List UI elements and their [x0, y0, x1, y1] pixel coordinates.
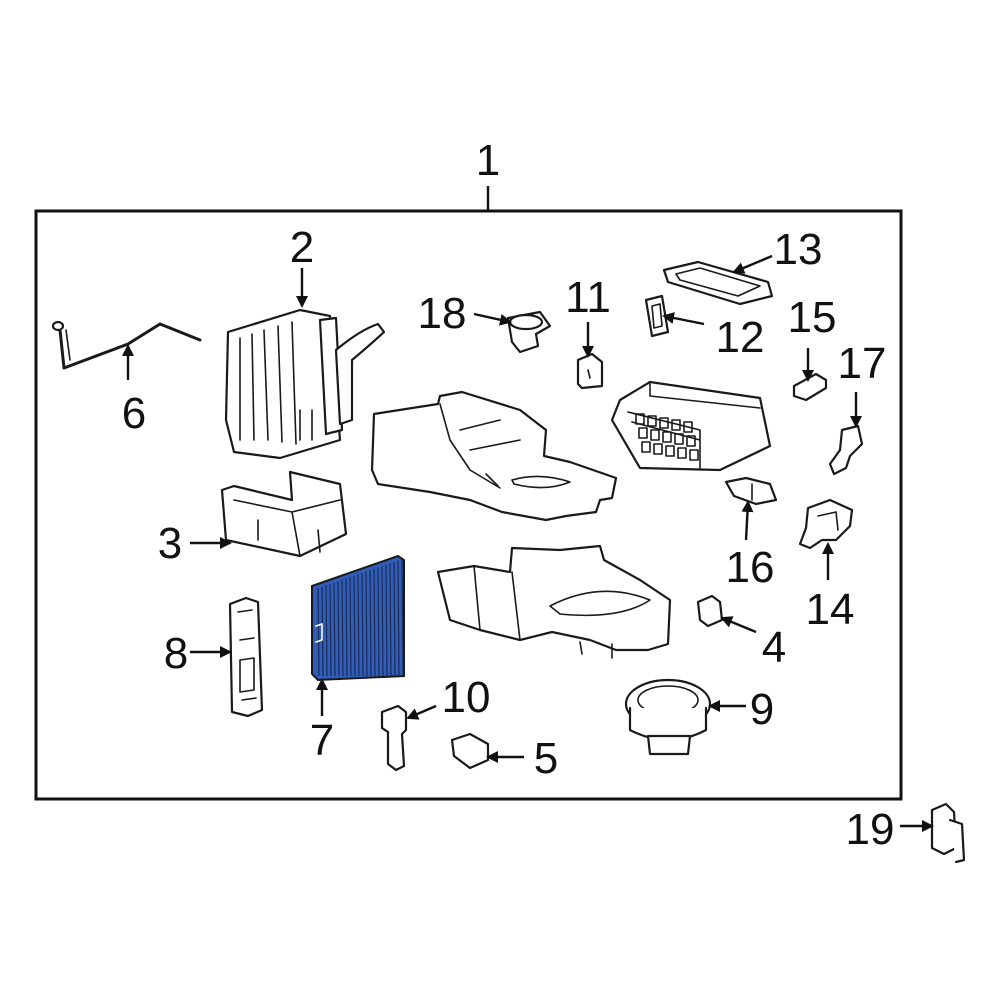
callout-17: 17 [838, 339, 887, 388]
grid-cell [683, 421, 693, 433]
callout-12: 12 [716, 313, 765, 362]
part-3-duct[interactable] [220, 470, 348, 558]
filter-pleat [397, 560, 400, 677]
callout-3: 3 [158, 519, 182, 568]
part-7-cabin-filter[interactable] [311, 554, 405, 682]
grid-cell [650, 429, 660, 441]
callout-11: 11 [565, 273, 611, 322]
part-18-actuator[interactable] [506, 310, 552, 354]
filter-pleat [357, 574, 360, 677]
filter-pleat [361, 573, 364, 677]
filter-pleat [353, 575, 356, 677]
filter-pleat [393, 562, 396, 677]
part-6-tube[interactable] [51, 320, 202, 370]
part-10-resistor[interactable] [380, 704, 408, 772]
callout-7: 7 [310, 716, 334, 765]
callout-8: 8 [164, 629, 188, 678]
filter-pleat [333, 582, 336, 677]
filter-pleat [401, 559, 404, 677]
upper-housing[interactable] [370, 390, 618, 522]
filter-pleat [349, 577, 352, 677]
grid-cell [674, 433, 684, 445]
callout-18: 18 [418, 289, 467, 338]
lower-housing[interactable] [436, 544, 672, 659]
callout-1: 1 [476, 136, 500, 185]
filter-pleat [317, 587, 320, 677]
part-17-bracket[interactable] [828, 424, 864, 476]
assembly-frame [34, 209, 903, 801]
filter-pleat [373, 568, 376, 677]
callout-13: 13 [774, 225, 823, 274]
filter-pleat [345, 578, 348, 677]
part-8-sensor[interactable] [228, 596, 264, 718]
callout-labels: 1 2 3 4 5 6 7 8 9 10 11 12 13 14 15 16 1… [122, 136, 895, 854]
filter-pleat [377, 567, 380, 677]
part-12-grommet[interactable] [644, 294, 670, 338]
grid-cell [653, 443, 663, 455]
filter-pleat [337, 581, 340, 677]
callout-14: 14 [806, 585, 855, 634]
callout-9: 9 [750, 685, 774, 734]
part-11-clip[interactable] [576, 352, 604, 390]
filter-pleat [365, 571, 368, 677]
part-16-sensor[interactable] [724, 476, 778, 506]
callout-10: 10 [442, 673, 491, 722]
callout-5: 5 [534, 734, 558, 783]
grid-cell [671, 419, 681, 431]
filter-pleat [381, 566, 384, 677]
part-5-relay[interactable] [450, 732, 490, 770]
grid-cell [689, 449, 699, 461]
part-2-evaporator-core[interactable] [224, 308, 386, 460]
part-19-connector[interactable] [930, 802, 966, 864]
callout-15: 15 [788, 293, 837, 342]
grid-cell [686, 435, 696, 447]
filter-pleat [341, 579, 344, 677]
grid-cell [665, 445, 675, 457]
grid-cell [638, 427, 648, 439]
callout-6: 6 [122, 389, 146, 438]
callout-4: 4 [762, 623, 786, 672]
grid-cell [635, 413, 645, 425]
filter-pleat [389, 563, 392, 677]
filter-pleat [325, 585, 328, 677]
leader-arrows [122, 254, 934, 832]
part-9-blower-motor[interactable] [624, 678, 712, 756]
grid-cell [641, 441, 651, 453]
callout-19: 19 [846, 805, 895, 854]
filter-pleat [369, 570, 372, 677]
part-14-actuator[interactable] [798, 498, 854, 550]
mode-door-assembly[interactable] [610, 380, 772, 472]
grid-cell [677, 447, 687, 459]
part-13-gasket[interactable] [662, 260, 774, 306]
grid-cell [662, 431, 672, 443]
grid-cell [647, 415, 657, 427]
callout-2: 2 [290, 223, 314, 272]
callout-16: 16 [726, 543, 775, 592]
part-15-block[interactable] [792, 372, 828, 402]
grid-cell [659, 417, 669, 429]
filter-pleat [329, 583, 332, 677]
part-4-clip[interactable] [696, 594, 724, 628]
filter-pleat [385, 564, 388, 677]
